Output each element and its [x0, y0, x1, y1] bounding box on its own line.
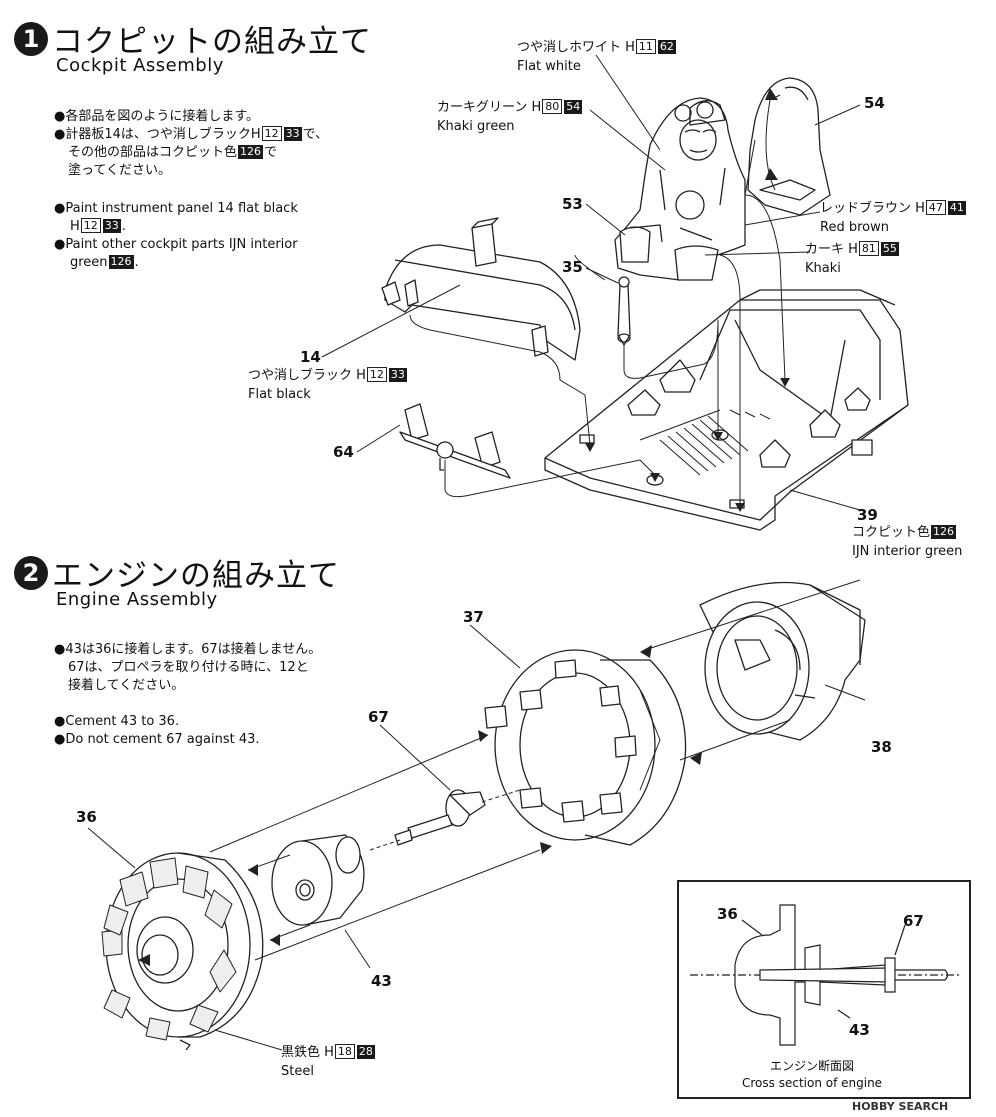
step-2-notes-en: ●Cement 43 to 36. ●Do not cement 67 agai…	[54, 714, 260, 747]
part-number-39: 39	[857, 506, 878, 524]
part-number-36: 36	[76, 808, 97, 826]
part-number-37: 37	[463, 608, 484, 626]
cross-section-box	[677, 880, 971, 1099]
step-2-title-en: Engine Assembly	[56, 589, 218, 610]
step-2-notes-jp: ●43は36に接着します。67は接着しません。 67は、プロペラを取り付ける時に…	[54, 642, 322, 693]
cross-section-caption-en: Cross section of engine	[742, 1076, 883, 1090]
cross-section-part-36: 36	[717, 905, 738, 923]
part-number-53: 53	[562, 195, 583, 213]
part-number-14: 14	[300, 348, 321, 366]
part-number-67: 67	[368, 708, 389, 726]
part-number-35: 35	[562, 258, 583, 276]
step-2-badge: 2	[14, 556, 48, 590]
step-1-title-jp: コクピットの組み立て	[52, 24, 372, 60]
step-1-title-en: Cockpit Assembly	[56, 55, 224, 76]
cross-section-caption-jp: エンジン断面図	[770, 1059, 855, 1073]
step-1-badge: 1	[14, 22, 48, 56]
part-number-38: 38	[871, 738, 892, 756]
cross-section-part-67: 67	[903, 912, 924, 930]
part-number-64: 64	[333, 443, 354, 461]
watermark: HOBBY SEARCH	[852, 1100, 949, 1113]
step-2-title-jp: エンジンの組み立て	[52, 558, 340, 594]
part-number-54: 54	[864, 94, 885, 112]
cross-section-part-43: 43	[849, 1021, 870, 1039]
part-number-43: 43	[371, 972, 392, 990]
